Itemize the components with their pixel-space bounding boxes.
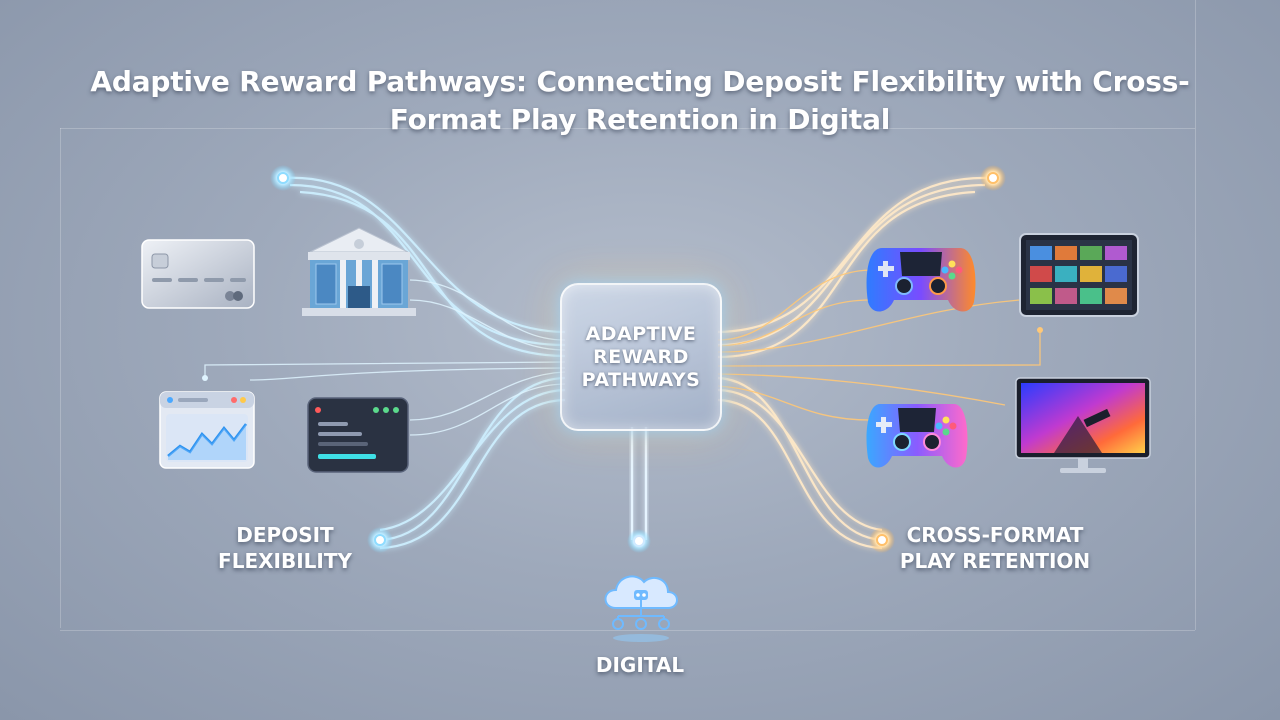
digital-label: DIGITAL — [595, 653, 685, 677]
endpoint-dot — [1037, 327, 1043, 333]
monitor-game-icon — [1015, 377, 1151, 473]
terminal-window-icon — [307, 397, 409, 473]
cloud-network-icon — [604, 575, 678, 642]
diagram-title: Adaptive Reward Pathways: Connecting Dep… — [90, 64, 1190, 136]
endpoint-dot — [202, 375, 208, 381]
gamepad-icon — [866, 404, 968, 468]
hub-label: ADAPTIVE REWARD PATHWAYS — [581, 322, 701, 391]
endpoint-dot — [876, 534, 888, 546]
central-hub: ADAPTIVE REWARD PATHWAYS — [560, 283, 722, 431]
analytics-dashboard-icon — [159, 391, 255, 469]
bank-icon — [302, 227, 416, 316]
deposit-flexibility-label: DEPOSIT FLEXIBILITY — [218, 523, 352, 573]
gamepad-icon — [866, 248, 976, 312]
endpoint-dot — [633, 535, 645, 547]
credit-card-icon — [141, 239, 255, 309]
endpoint-dot — [374, 534, 386, 546]
endpoint-dot — [277, 172, 289, 184]
left-thin-wires — [204, 279, 566, 436]
left-wire-bundle — [282, 176, 566, 550]
play-retention-label: CROSS-FORMAT PLAY RETENTION — [899, 523, 1091, 573]
right-wire-bundle — [717, 176, 994, 550]
bottom-wire — [630, 427, 648, 540]
right-thin-wires — [717, 269, 1041, 421]
endpoint-dot — [987, 172, 999, 184]
tablet-game-library-icon — [1019, 233, 1139, 317]
